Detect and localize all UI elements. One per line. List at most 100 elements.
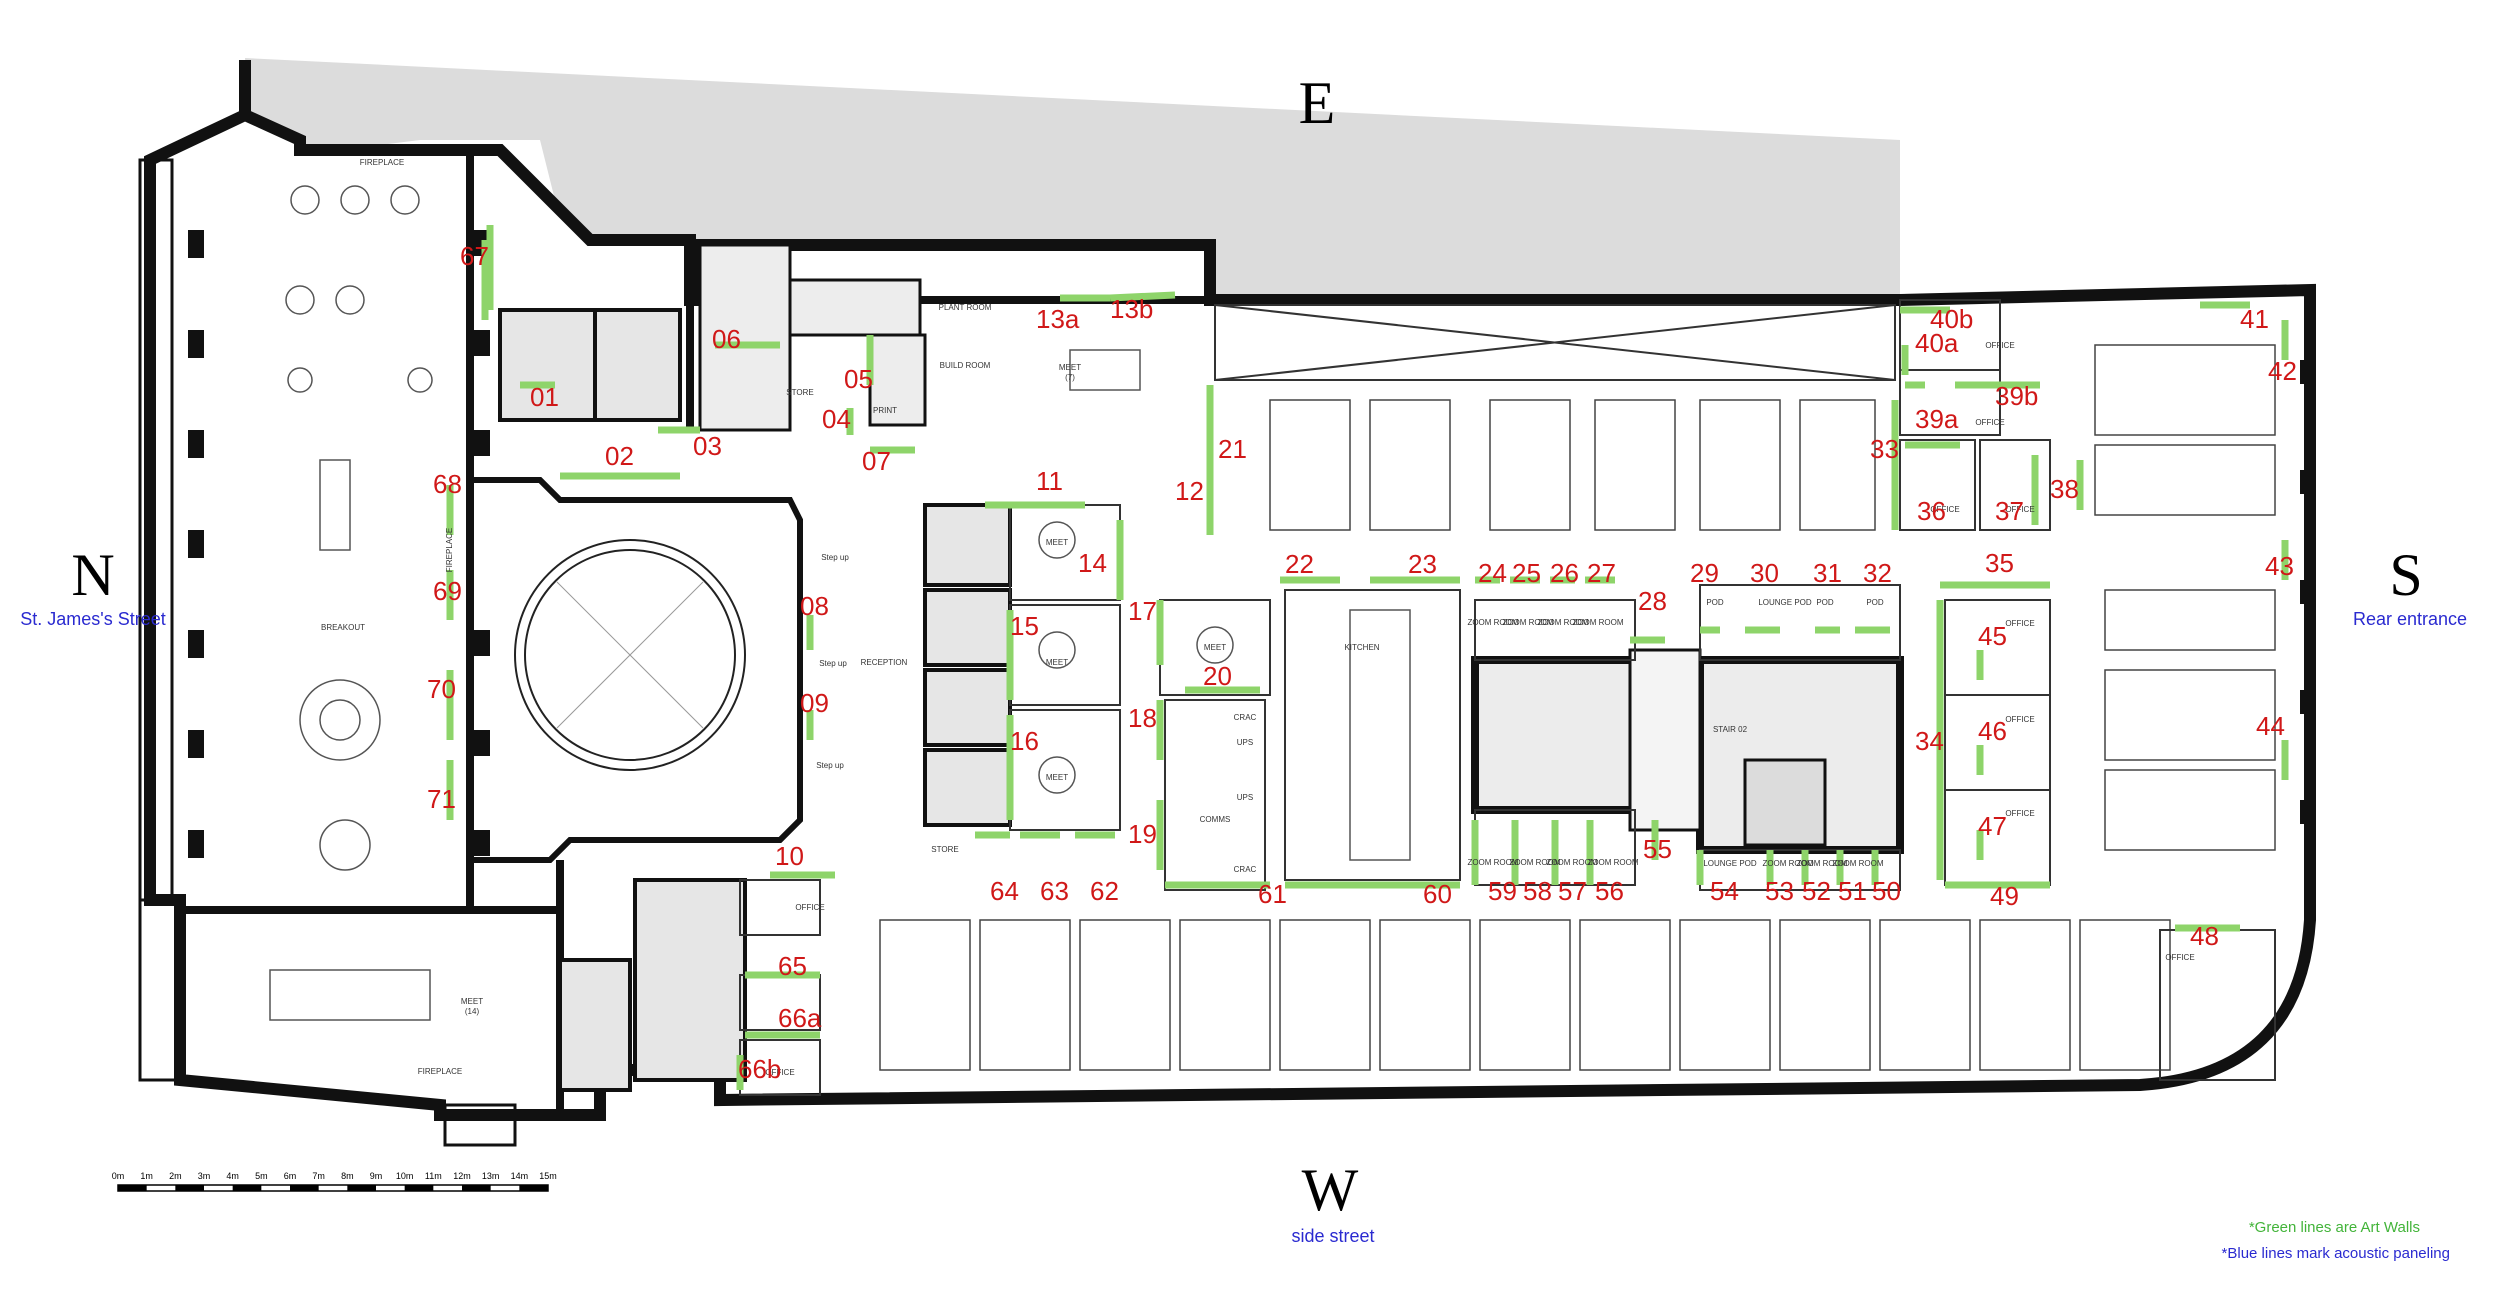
svg-text:OFFICE: OFFICE xyxy=(2005,505,2034,514)
art-wall-label-45: 45 xyxy=(1978,621,2007,651)
art-wall-label-49: 49 xyxy=(1990,881,2019,911)
art-wall-label-30: 30 xyxy=(1750,558,1779,588)
scale-segment xyxy=(462,1185,491,1191)
scale-label: 8m xyxy=(341,1171,354,1181)
art-wall-label-28: 28 xyxy=(1638,586,1667,616)
compass-south: S xyxy=(2389,542,2422,608)
desk-rows-south xyxy=(879,919,2171,1071)
art-wall-label-05: 05 xyxy=(844,364,873,394)
svg-text:MEET: MEET xyxy=(461,997,483,1006)
svg-text:(14): (14) xyxy=(465,1007,480,1016)
art-wall-label-01: 01 xyxy=(530,382,559,412)
art-wall-label-11: 11 xyxy=(1036,466,1063,496)
svg-text:OFFICE: OFFICE xyxy=(2005,619,2034,628)
art-wall-label-58: 58 xyxy=(1523,876,1552,906)
art-wall-label-50: 50 xyxy=(1872,876,1901,906)
scale-label: 12m xyxy=(453,1171,471,1181)
scale-label: 5m xyxy=(255,1171,268,1181)
svg-text:OFFICE: OFFICE xyxy=(765,1068,794,1077)
art-wall-label-67: 67 xyxy=(460,241,489,271)
art-wall-label-61: 61 xyxy=(1258,879,1287,909)
svg-text:OFFICE: OFFICE xyxy=(1975,418,2004,427)
art-wall-label-34: 34 xyxy=(1915,726,1944,756)
bay-window-south xyxy=(138,898,182,1082)
services-block xyxy=(698,243,927,432)
svg-text:UPS: UPS xyxy=(1237,793,1253,802)
art-wall-label-60: 60 xyxy=(1423,879,1452,909)
art-wall-label-36: 36 xyxy=(1917,496,1946,526)
svg-text:FIREPLACE: FIREPLACE xyxy=(445,528,454,572)
art-wall-label-44: 44 xyxy=(2256,711,2285,741)
street-label-west: side street xyxy=(1291,1226,1374,1246)
scale-segment xyxy=(118,1185,147,1191)
art-wall-label-18: 18 xyxy=(1128,703,1157,733)
art-wall-label-54: 54 xyxy=(1710,876,1739,906)
art-wall-label-19: 19 xyxy=(1128,819,1157,849)
scale-label: 2m xyxy=(169,1171,182,1181)
art-wall-label-70: 70 xyxy=(427,674,456,704)
scale-segment xyxy=(232,1185,262,1191)
svg-text:MEET: MEET xyxy=(1046,538,1068,547)
compass-west: W xyxy=(1302,1157,1359,1223)
svg-text:LOUNGE POD: LOUNGE POD xyxy=(1703,859,1757,868)
art-wall-label-25: 25 xyxy=(1512,558,1541,588)
art-wall-label-63: 63 xyxy=(1040,876,1069,906)
svg-text:Step up: Step up xyxy=(816,761,844,770)
art-wall-label-42: 42 xyxy=(2268,356,2297,386)
art-wall-label-24: 24 xyxy=(1478,558,1507,588)
scale-label: 3m xyxy=(198,1171,211,1181)
art-wall-label-55: 55 xyxy=(1643,834,1672,864)
art-wall-label-02: 02 xyxy=(605,441,634,471)
art-wall-label-26: 26 xyxy=(1550,558,1579,588)
art-wall-label-40b: 40b xyxy=(1930,304,1973,334)
scale-segment xyxy=(290,1185,319,1191)
scale-label: 15m xyxy=(539,1171,557,1181)
svg-text:Step up: Step up xyxy=(819,659,847,668)
art-wall-label-13a: 13a xyxy=(1036,304,1080,334)
art-wall-label-39b: 39b xyxy=(1995,381,2038,411)
svg-text:MEET: MEET xyxy=(1046,658,1068,667)
art-wall-label-48: 48 xyxy=(2190,921,2219,951)
furniture xyxy=(269,185,1411,1021)
svg-text:STAIR 02: STAIR 02 xyxy=(1713,725,1748,734)
svg-text:LOUNGE POD: LOUNGE POD xyxy=(1758,598,1812,607)
svg-text:BREAKOUT: BREAKOUT xyxy=(321,623,365,632)
core-west xyxy=(498,308,747,1092)
art-wall-label-14: 14 xyxy=(1078,548,1107,578)
art-wall-label-52: 52 xyxy=(1802,876,1831,906)
art-wall-label-37: 37 xyxy=(1995,496,2024,526)
art-wall-label-22: 22 xyxy=(1285,549,1314,579)
scale-segment xyxy=(519,1185,548,1191)
art-wall-label-41: 41 xyxy=(2240,304,2269,334)
art-wall-label-31: 31 xyxy=(1813,558,1842,588)
art-wall-label-32: 32 xyxy=(1863,558,1892,588)
art-wall-label-56: 56 xyxy=(1595,876,1624,906)
svg-text:ZOOM ROOM: ZOOM ROOM xyxy=(1762,859,1813,868)
svg-text:CRAC: CRAC xyxy=(1234,713,1257,722)
svg-text:ZOOM ROOM: ZOOM ROOM xyxy=(1467,618,1518,627)
reception-rotunda xyxy=(467,477,803,863)
scale-label: 7m xyxy=(312,1171,325,1181)
svg-text:OFFICE: OFFICE xyxy=(1930,505,1959,514)
scale-label: 11m xyxy=(425,1171,442,1181)
art-wall-label-53: 53 xyxy=(1765,876,1794,906)
scale-segment xyxy=(175,1185,204,1191)
art-wall-label-04: 04 xyxy=(822,404,851,434)
compass-north: N xyxy=(71,542,114,608)
art-wall-label-64: 64 xyxy=(990,876,1019,906)
svg-text:ZOOM ROOM: ZOOM ROOM xyxy=(1796,859,1847,868)
void-north xyxy=(1214,304,1896,381)
scale-label: 4m xyxy=(226,1171,239,1181)
art-wall-label-71: 71 xyxy=(427,784,456,814)
svg-text:ZOOM ROOM: ZOOM ROOM xyxy=(1509,858,1560,867)
svg-text:COMMS: COMMS xyxy=(1200,815,1231,824)
street-label-north: St. James's Street xyxy=(20,609,166,629)
art-wall-label-46: 46 xyxy=(1978,716,2007,746)
room-labels: FIREPLACE FIREPLACE FIREPLACE BREAKOUT M… xyxy=(321,158,2195,1077)
svg-text:ZOOM ROOM: ZOOM ROOM xyxy=(1587,858,1638,867)
art-wall-label-66b: 66b xyxy=(738,1054,781,1084)
street-label-south: Rear entrance xyxy=(2353,609,2467,629)
scale-segment xyxy=(347,1185,376,1191)
art-wall-label-13b: 13b xyxy=(1110,294,1153,324)
